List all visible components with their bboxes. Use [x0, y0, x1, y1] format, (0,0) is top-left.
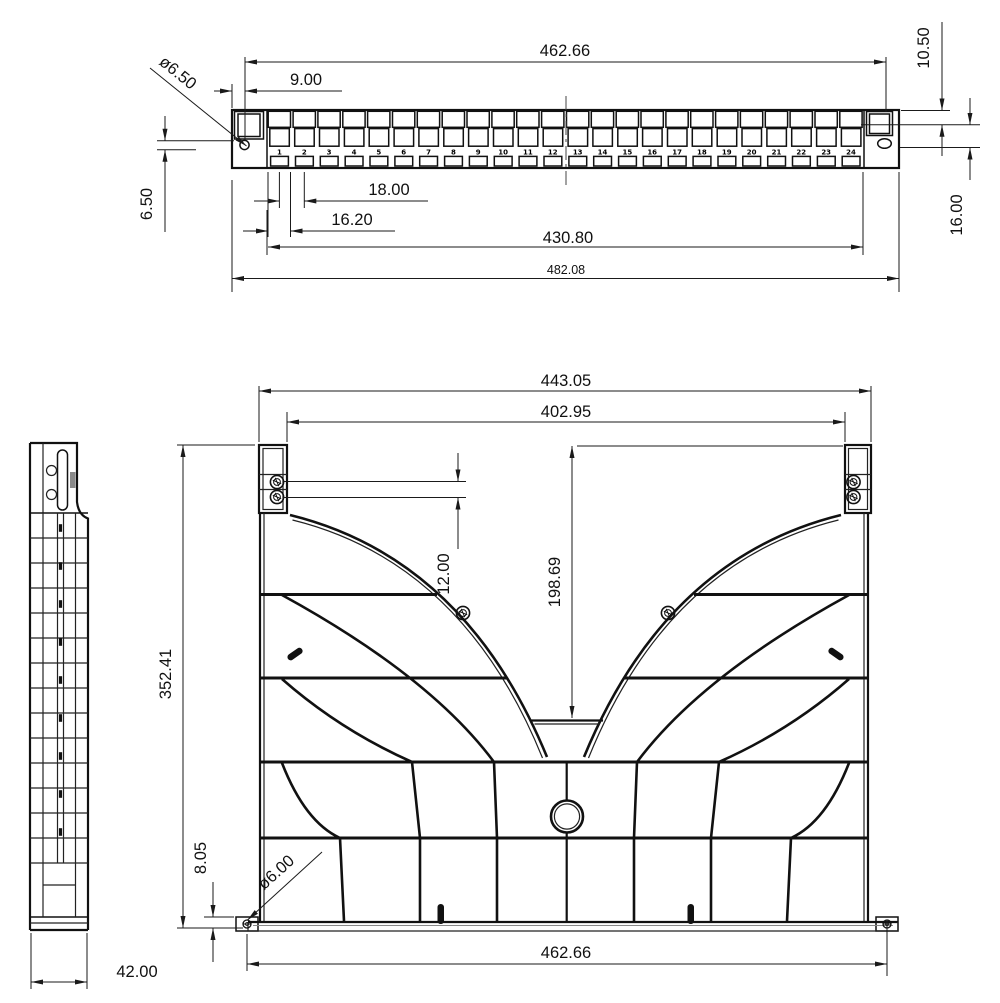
dim-port-pitch: 18.00 — [254, 172, 428, 208]
ear-tab — [70, 472, 76, 488]
svg-text:352.41: 352.41 — [157, 649, 175, 699]
ear-hole — [45, 488, 58, 501]
dim-hole-span: 462.66 — [244, 42, 887, 140]
port-number: 17 — [672, 149, 682, 157]
svg-text:18.00: 18.00 — [368, 181, 409, 199]
port-number: 23 — [821, 149, 831, 157]
svg-text:6.50: 6.50 — [138, 188, 156, 220]
svg-text:462.66: 462.66 — [540, 42, 590, 60]
dim-hole-offset: 6.50 — [138, 116, 234, 232]
port-number: 3 — [327, 149, 332, 157]
port-number: 14 — [598, 149, 608, 157]
svg-text:198.69: 198.69 — [546, 557, 564, 607]
svg-text:402.95: 402.95 — [541, 403, 591, 421]
shelves — [260, 593, 868, 840]
svg-text:9.00: 9.00 — [290, 71, 322, 89]
svg-text:12.00: 12.00 — [435, 553, 453, 594]
dim-depth: 42.00 — [30, 933, 158, 989]
rear-view-dimensions: 443.05 402.95 198.69 12.00 — [30, 372, 888, 989]
angled-slot — [287, 647, 303, 661]
port-number: 24 — [846, 149, 856, 157]
port-number: 11 — [523, 149, 533, 157]
ear-slot — [56, 449, 69, 511]
svg-text:42.00: 42.00 — [116, 963, 157, 981]
top-view: 1 2 3 4 5 6 7 8 9 10 11 12 13 14 15 16 1… — [230, 96, 901, 186]
dim-overall-width: 482.08 — [231, 172, 900, 292]
port-numbers: 1 2 3 4 5 6 7 8 9 10 11 12 13 14 15 16 1… — [277, 149, 856, 157]
dim-rear-hole-span: 462.66 — [246, 920, 888, 976]
port-number: 20 — [747, 149, 757, 157]
dim-foot-height: 8.05 — [192, 842, 234, 962]
port-number: 22 — [796, 149, 806, 157]
dim-port-opening: 16.20 — [243, 172, 395, 237]
bottom-bar — [235, 916, 899, 932]
port-number: 15 — [623, 149, 633, 157]
dim-screw-pitch: 12.00 — [283, 453, 466, 595]
right-bracket — [843, 443, 873, 515]
grommet-hole — [549, 799, 585, 834]
ear-hole — [45, 464, 58, 477]
dim-port-field: 430.80 — [266, 172, 864, 255]
left-ear — [233, 110, 268, 168]
left-bracket — [257, 443, 289, 515]
cable-guides — [280, 593, 851, 922]
port-number: 7 — [426, 149, 431, 157]
side-view — [28, 441, 90, 932]
cable-swoosh — [289, 513, 842, 759]
side-grid — [30, 513, 88, 917]
svg-text:482.08: 482.08 — [547, 263, 585, 277]
slots — [287, 647, 844, 924]
port-number: 13 — [573, 149, 583, 157]
angled-slot — [828, 647, 844, 661]
dim-height: 352.41 — [157, 444, 255, 929]
right-ear — [863, 110, 894, 168]
dim-inner-width: 402.95 — [286, 403, 846, 442]
svg-text:430.80: 430.80 — [543, 229, 593, 247]
dim-center-depth: 198.69 — [546, 445, 843, 718]
port-number: 18 — [697, 149, 707, 157]
center-features — [531, 719, 603, 921]
right-mounting-slot — [876, 137, 893, 150]
svg-text:16.00: 16.00 — [948, 194, 966, 235]
svg-text:16.20: 16.20 — [331, 211, 372, 229]
port-number: 10 — [498, 149, 508, 157]
port-number: 12 — [548, 149, 558, 157]
port-number: 6 — [401, 149, 406, 157]
port-number: 9 — [476, 149, 481, 157]
top-view-dimensions: 462.66 9.00 ø6.50 6.50 — [138, 22, 980, 292]
bottom-slot — [687, 904, 694, 924]
dim-outer-width: 443.05 — [258, 372, 872, 442]
port-number: 1 — [277, 149, 282, 157]
port-number: 19 — [722, 149, 732, 157]
rear-view — [235, 443, 899, 932]
svg-text:462.66: 462.66 — [541, 944, 591, 962]
dim-flange-height: 16.00 — [900, 98, 980, 236]
dim-edge-to-hole: 9.00 — [214, 71, 342, 108]
svg-text:443.05: 443.05 — [541, 372, 591, 390]
port-number: 5 — [376, 149, 381, 157]
bottom-slot — [437, 904, 444, 924]
port-number: 8 — [451, 149, 456, 157]
port-number: 4 — [352, 149, 357, 157]
svg-text:8.05: 8.05 — [192, 842, 210, 874]
port-number: 16 — [647, 149, 657, 157]
dim-flange-offset: 10.50 — [861, 22, 980, 156]
port-number: 2 — [302, 149, 307, 157]
port-number: 21 — [772, 149, 782, 157]
svg-text:10.50: 10.50 — [915, 27, 933, 68]
